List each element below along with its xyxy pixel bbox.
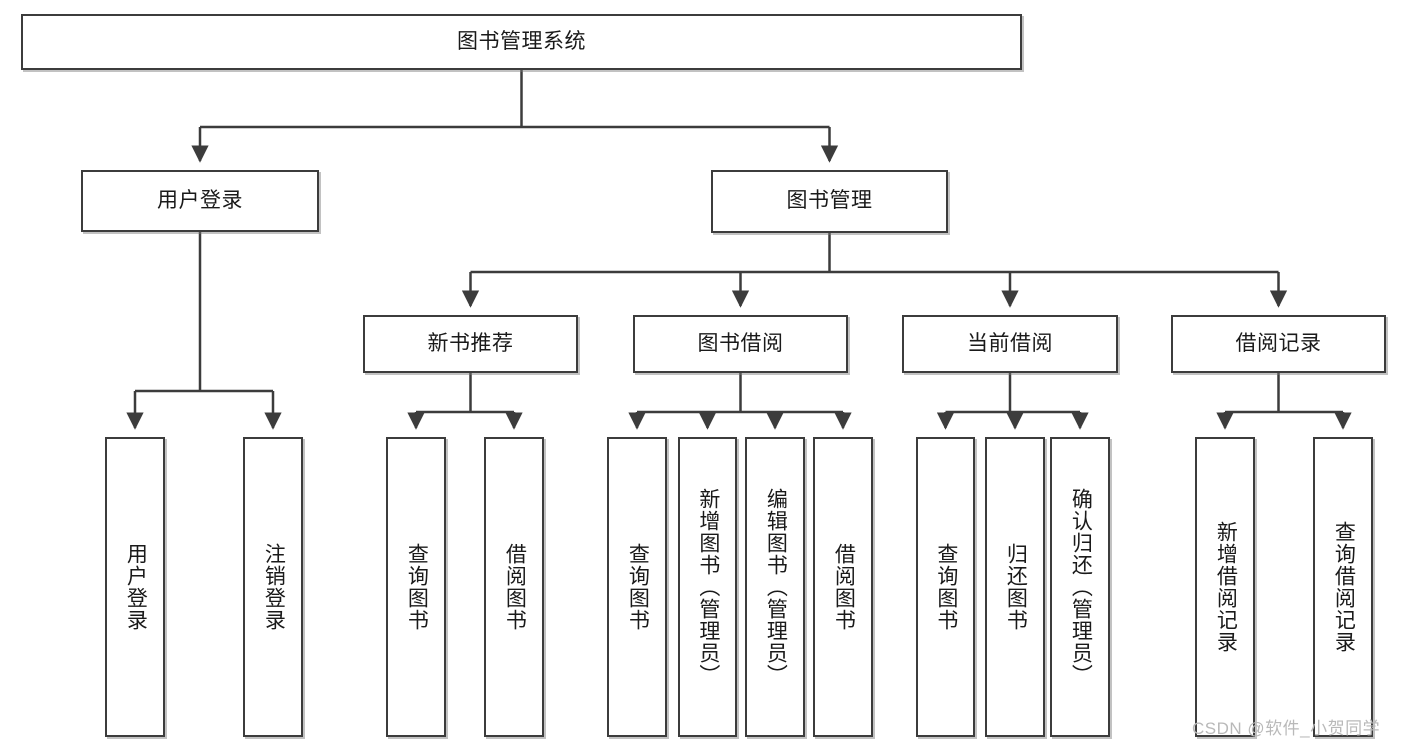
- node-leaf-edit-book[interactable]: 编辑图书（管理员）: [745, 437, 805, 737]
- node-user-login[interactable]: 用户登录: [81, 170, 319, 232]
- node-leaf-add-record[interactable]: 新增借阅记录: [1195, 437, 1255, 737]
- node-leaf-confirm-return[interactable]: 确认归还（管理员）: [1050, 437, 1110, 737]
- node-leaf-query-book-cur[interactable]: 查询图书: [916, 437, 975, 737]
- node-leaf-query-book-cur-label: 查询图书: [934, 543, 958, 631]
- node-book-manage-label: 图书管理: [786, 189, 873, 213]
- node-borrow-record[interactable]: 借阅记录: [1171, 315, 1386, 373]
- node-leaf-query-record-label: 查询借阅记录: [1332, 521, 1356, 653]
- node-leaf-query-book-label: 查询图书: [626, 543, 650, 631]
- node-leaf-borrow-book[interactable]: 借阅图书: [813, 437, 873, 737]
- node-leaf-query-record[interactable]: 查询借阅记录: [1313, 437, 1373, 737]
- node-leaf-confirm-return-label: 确认归还（管理员）: [1069, 488, 1093, 686]
- node-leaf-borrow-book-label: 借阅图书: [832, 543, 856, 631]
- node-leaf-return-book[interactable]: 归还图书: [985, 437, 1045, 737]
- node-book-manage[interactable]: 图书管理: [711, 170, 948, 233]
- node-leaf-user-login-label: 用户登录: [124, 543, 148, 631]
- node-new-book-rec-label: 新书推荐: [427, 331, 514, 355]
- node-leaf-logout-label: 注销登录: [262, 543, 286, 631]
- node-leaf-add-record-label: 新增借阅记录: [1214, 521, 1238, 653]
- node-leaf-logout[interactable]: 注销登录: [243, 437, 303, 737]
- node-book-borrow[interactable]: 图书借阅: [633, 315, 848, 373]
- node-user-login-label: 用户登录: [157, 188, 243, 212]
- node-current-borrow-label: 当前借阅: [967, 331, 1053, 355]
- node-leaf-query-book-rec-label: 查询图书: [405, 543, 429, 631]
- node-borrow-record-label: 借阅记录: [1235, 331, 1322, 355]
- node-root-label: 图书管理系统: [457, 29, 586, 53]
- node-leaf-add-book-label: 新增图书（管理员）: [696, 488, 720, 686]
- node-leaf-return-book-label: 归还图书: [1004, 543, 1028, 631]
- node-new-book-rec[interactable]: 新书推荐: [363, 315, 578, 373]
- node-leaf-borrow-book-rec-label: 借阅图书: [503, 543, 527, 631]
- node-book-borrow-label: 图书借阅: [697, 331, 784, 355]
- node-leaf-edit-book-label: 编辑图书（管理员）: [764, 488, 788, 686]
- node-leaf-query-book-rec[interactable]: 查询图书: [386, 437, 446, 737]
- node-leaf-query-book[interactable]: 查询图书: [607, 437, 667, 737]
- node-root[interactable]: 图书管理系统: [21, 14, 1022, 70]
- node-leaf-user-login[interactable]: 用户登录: [105, 437, 165, 737]
- node-leaf-borrow-book-rec[interactable]: 借阅图书: [484, 437, 544, 737]
- node-leaf-add-book[interactable]: 新增图书（管理员）: [678, 437, 737, 737]
- node-current-borrow[interactable]: 当前借阅: [902, 315, 1118, 373]
- csdn-watermark: CSDN @软件_小贺同学: [1192, 719, 1381, 738]
